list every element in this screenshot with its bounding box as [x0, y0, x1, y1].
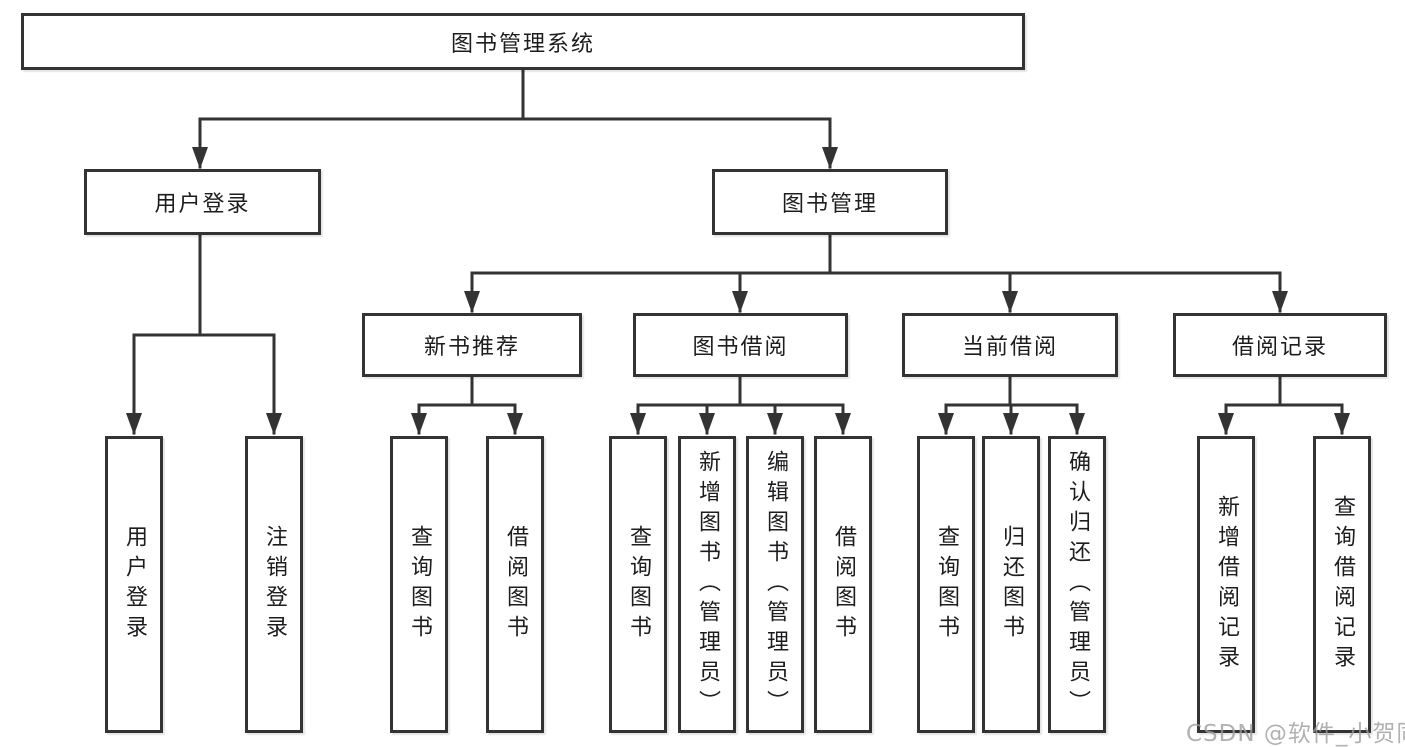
leaf-query-borrow-record: 查询借阅记录: [1313, 436, 1371, 733]
connector-new-book-rec-children: [411, 375, 523, 435]
node-user-login: 用户登录: [84, 169, 321, 235]
csdn-watermark: CSDN @软件_小贺同学: [1186, 721, 1405, 747]
leaf-confirm-return-admin: 确认归还（管理员）: [1048, 436, 1106, 733]
leaf-query-books-current: 查询图书: [917, 436, 975, 733]
node-book-management: 图书管理: [712, 169, 948, 235]
node-label: 查询借阅记录: [1330, 494, 1355, 675]
leaf-borrow-books-recommend: 借阅图书: [486, 436, 544, 733]
node-label: 确认归还（管理员）: [1065, 449, 1090, 720]
node-new-book-recommend: 新书推荐: [362, 313, 582, 377]
node-label: 查询图书: [626, 524, 651, 645]
node-label: 借阅图书: [503, 524, 528, 645]
connector-user-login-children: [126, 233, 282, 435]
leaf-add-books-admin: 新增图书（管理员）: [678, 436, 736, 733]
leaf-query-books-recommend: 查询图书: [390, 436, 448, 733]
node-label: 归还图书: [999, 524, 1024, 645]
node-borrowing-records: 借阅记录: [1173, 313, 1387, 377]
connector-book-mgmt-children: [464, 233, 1288, 313]
node-label: 新增借阅记录: [1214, 494, 1239, 675]
connector-borrow-records-children: [1218, 375, 1350, 435]
connector-book-borrow-children: [630, 375, 851, 435]
node-label: 借阅图书: [831, 524, 856, 645]
node-label: 新增图书（管理员）: [695, 449, 720, 720]
node-label: 用户登录: [122, 524, 147, 645]
connector-current-borrow-children: [938, 375, 1085, 435]
leaf-user-login: 用户登录: [105, 436, 163, 733]
connector-root-to-level2: [192, 68, 838, 169]
node-book-borrowing: 图书借阅: [633, 313, 848, 377]
node-label: 图书借阅: [692, 335, 789, 360]
node-library-management-system: 图书管理系统: [21, 13, 1025, 70]
node-label: 查询图书: [934, 524, 959, 645]
node-label: 编辑图书（管理员）: [763, 449, 788, 720]
leaf-query-books-borrowing: 查询图书: [609, 436, 667, 733]
node-label: 用户登录: [154, 192, 251, 217]
node-label: 新书推荐: [423, 335, 520, 360]
node-label: 当前借阅: [961, 335, 1058, 360]
node-label: 注销登录: [262, 524, 287, 645]
node-label: 借阅记录: [1231, 335, 1328, 360]
leaf-borrow-books-borrowing: 借阅图书: [814, 436, 872, 733]
node-label: 查询图书: [407, 524, 432, 645]
node-label: 图书管理: [781, 192, 878, 217]
node-label: 图书管理系统: [450, 31, 595, 57]
leaf-add-borrow-record: 新增借阅记录: [1197, 436, 1255, 733]
leaf-return-books: 归还图书: [982, 436, 1040, 733]
leaf-edit-books-admin: 编辑图书（管理员）: [746, 436, 804, 733]
leaf-logout: 注销登录: [245, 436, 303, 733]
node-current-borrowing: 当前借阅: [902, 313, 1118, 377]
